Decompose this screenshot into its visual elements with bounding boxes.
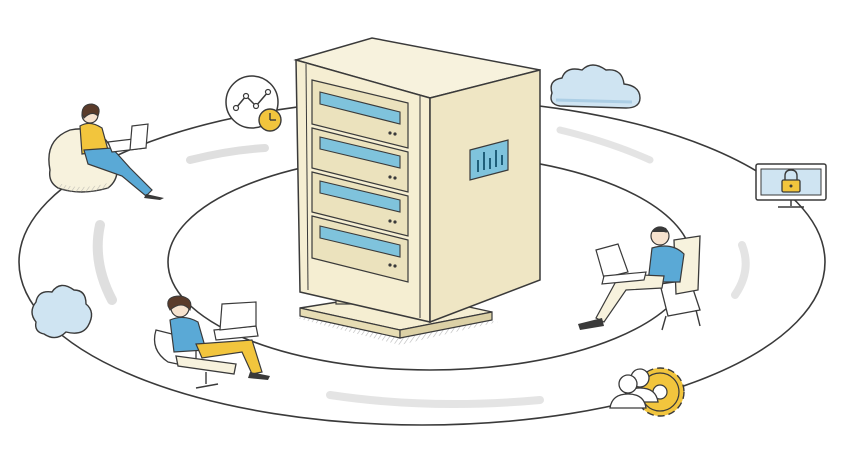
orbit-shadow-left (92, 220, 117, 305)
laptop-icon (595, 243, 647, 285)
cloud-icon (550, 64, 641, 109)
user-icon-front (609, 374, 647, 409)
server-side (429, 69, 541, 324)
laptop-icon (107, 123, 149, 153)
lock-icon (781, 169, 801, 193)
person-shirt (647, 245, 685, 283)
laptop-icon (213, 301, 259, 341)
cloud-icon-left (31, 284, 93, 339)
server-stand-side (399, 311, 493, 339)
orbit-shadow-right (731, 241, 750, 299)
person-on-beanbag (48, 103, 164, 200)
person-pants (595, 273, 665, 323)
server-rack-icon (293, 37, 541, 345)
monitor-lock-icon (755, 163, 827, 208)
person-hair (652, 226, 668, 233)
analytics-clock-icon (225, 75, 282, 132)
server-front-edge (305, 63, 309, 291)
person-in-chair-right (578, 226, 701, 331)
server-slot-4 (311, 215, 409, 283)
bar-chart-badge-icon (469, 139, 509, 181)
person-shirt (79, 122, 109, 155)
orbit-shadow-bottom (326, 391, 544, 408)
person-in-chair-left (153, 295, 270, 389)
server-slot-3 (311, 171, 409, 237)
person-hair (167, 295, 192, 312)
server-slot-1 (311, 79, 409, 149)
clock-icon (258, 108, 282, 132)
server-slot-2 (311, 127, 409, 193)
person-hair (81, 103, 100, 119)
users-gear-icon (609, 367, 685, 417)
orbit-shadow-right-top (556, 126, 654, 164)
orbit-shadow-top (186, 144, 269, 164)
chair-seat (175, 355, 237, 375)
